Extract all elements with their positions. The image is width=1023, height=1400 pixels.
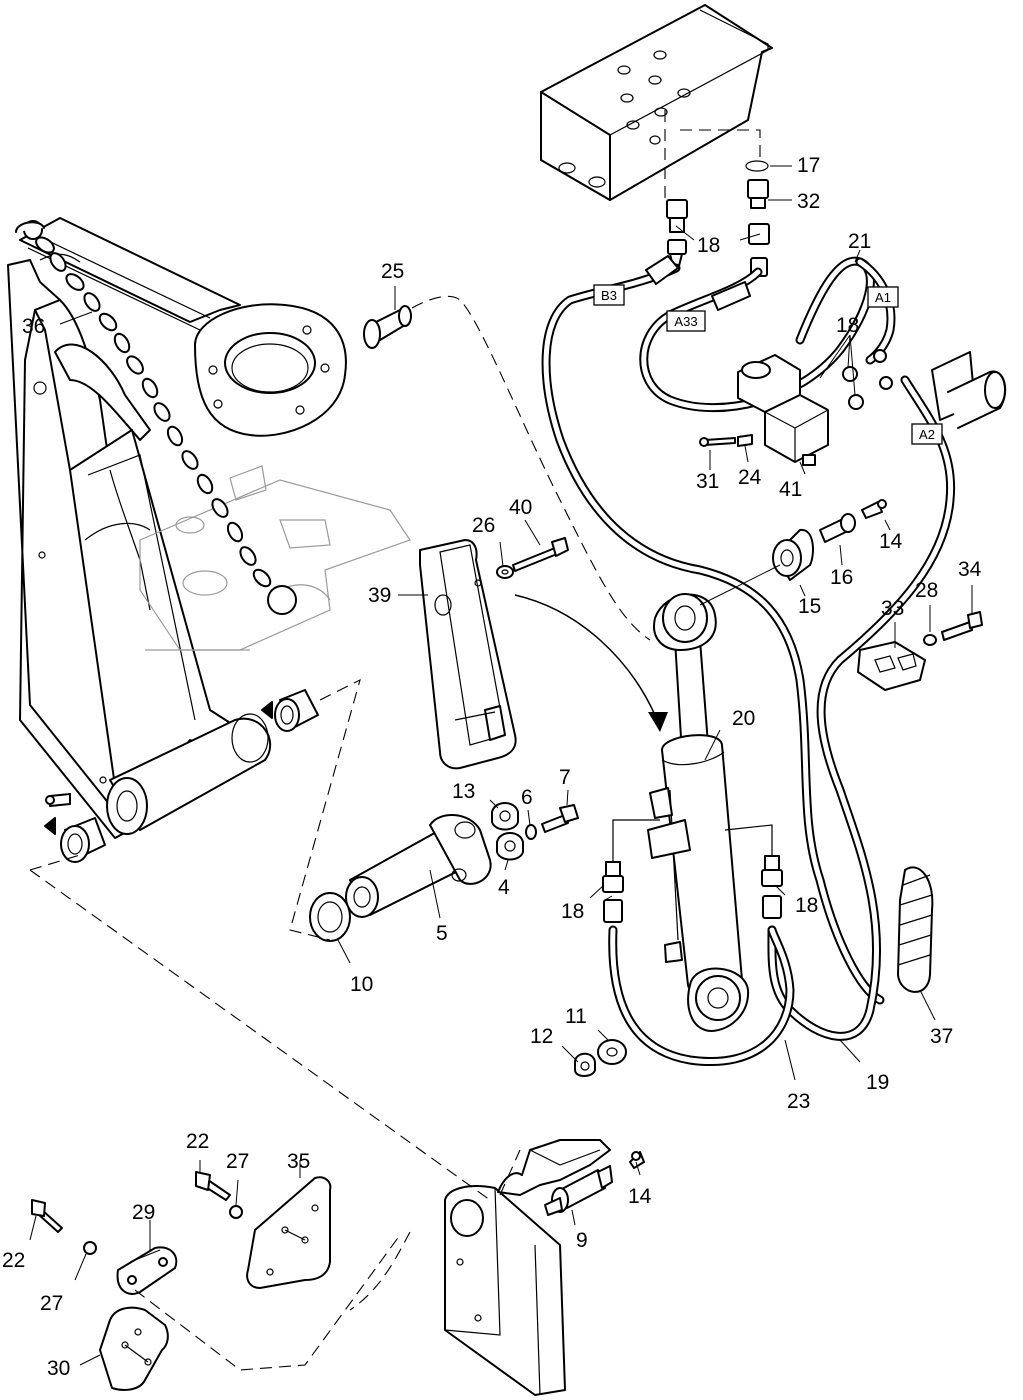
callout-16: 16 [830,566,853,589]
assembly-arrow [514,594,668,732]
callout-19: 19 [866,1071,889,1094]
callout-34: 34 [958,558,982,581]
link-plate [419,539,517,770]
fitting-16 [819,513,856,543]
mounting-plate-right [931,351,1007,429]
valve-block [540,4,773,201]
callout-24: 24 [738,466,762,489]
callout-26: 26 [472,514,495,537]
pin-5 [345,813,492,918]
callout-40: 40 [509,496,532,519]
screw-22-top [195,1171,231,1201]
lower-mounting-bracket [444,1139,613,1396]
grease-nipple-14 [861,499,887,519]
callout-21: 21 [848,230,871,253]
washer-27-left [83,1241,97,1255]
pad-35 [246,1176,332,1289]
callout-30: 30 [47,1357,70,1380]
callout-37: 37 [930,1025,953,1048]
port-tag-A1: A1 [867,286,899,308]
spiral-hose-guard [897,866,934,993]
callout-27-b: 27 [40,1292,63,1315]
nut-13 [491,802,519,831]
callout-9: 9 [576,1229,588,1252]
pad-30 [99,1306,169,1391]
assembly-dashed-lines [29,295,651,1371]
port-tag-A33: A33 [666,310,706,332]
callout-36: 36 [22,315,45,338]
callout-18-d: 18 [795,894,818,917]
callout-4: 4 [498,876,510,899]
loader-arm-frame [7,217,411,839]
washer-26 [496,565,514,579]
bushing-upper [261,689,319,732]
pin-25 [363,305,412,349]
screw-7 [541,804,579,833]
svg-text:B3: B3 [601,288,617,303]
washer-28 [923,634,937,646]
callout-39: 39 [368,584,391,607]
callout-7: 7 [559,766,571,789]
callout-41: 41 [779,478,802,501]
callout-32: 32 [797,190,820,213]
callout-12: 12 [530,1025,553,1048]
washer-6 [525,824,537,840]
leader-lines [29,165,973,1366]
callout-20: 20 [732,707,755,730]
callout-27-a: 27 [226,1150,249,1173]
callout-25: 25 [381,260,404,283]
solenoid-valve [699,349,893,466]
callout-18-c: 18 [561,900,584,923]
svg-text:A33: A33 [674,314,697,329]
fitting-lower-left [602,861,624,923]
washer-11 [597,1039,627,1065]
hose-clamp-33 [857,641,926,691]
port-tag-A2: A2 [911,423,943,445]
callout-18-a: 18 [697,234,720,257]
callout-10: 10 [350,973,373,996]
svg-text:A2: A2 [919,427,935,442]
screw-22-left [31,1199,63,1233]
grease-nipple-left [45,793,71,807]
callout-14-a: 14 [879,530,903,553]
hose-end-a33 [711,281,751,311]
bolt-34 [941,611,983,641]
callout-23: 23 [787,1090,810,1113]
callout-33: 33 [881,597,904,620]
callout-numbers: 36 25 17 32 18 21 18 31 24 41 14 26 40 3… [2,154,982,1380]
callout-6: 6 [521,786,533,809]
callout-18-b: 18 [836,314,859,337]
nut-4 [496,832,524,861]
callout-11: 11 [565,1005,587,1028]
callout-22-a: 22 [186,1130,209,1153]
hose-end-b3 [645,255,679,285]
fitting-lower-right [761,855,783,919]
grease-nipple-14-lower [629,1151,645,1169]
hydraulic-cylinder [612,593,773,1032]
port-tag-B3: B3 [593,284,625,306]
callout-22-b: 22 [2,1249,25,1272]
bushing-lower [44,817,106,863]
callout-29: 29 [132,1201,155,1224]
callout-17: 17 [797,154,820,177]
callout-5: 5 [436,922,448,945]
callout-13: 13 [452,780,475,803]
chain [15,220,297,615]
callout-31: 31 [696,470,719,493]
callout-35: 35 [287,1150,310,1173]
bushing-15 [772,528,814,581]
callout-28: 28 [915,579,938,602]
nut-12 [574,1052,596,1077]
washer-27-top [229,1205,243,1219]
fitting-stack-right [745,160,770,277]
bolt-40 [512,537,569,572]
callout-14-b: 14 [628,1185,652,1208]
callout-15: 15 [798,595,821,618]
washer-10 [309,892,351,942]
svg-text:A1: A1 [875,290,891,305]
pad-29 [116,1246,178,1295]
